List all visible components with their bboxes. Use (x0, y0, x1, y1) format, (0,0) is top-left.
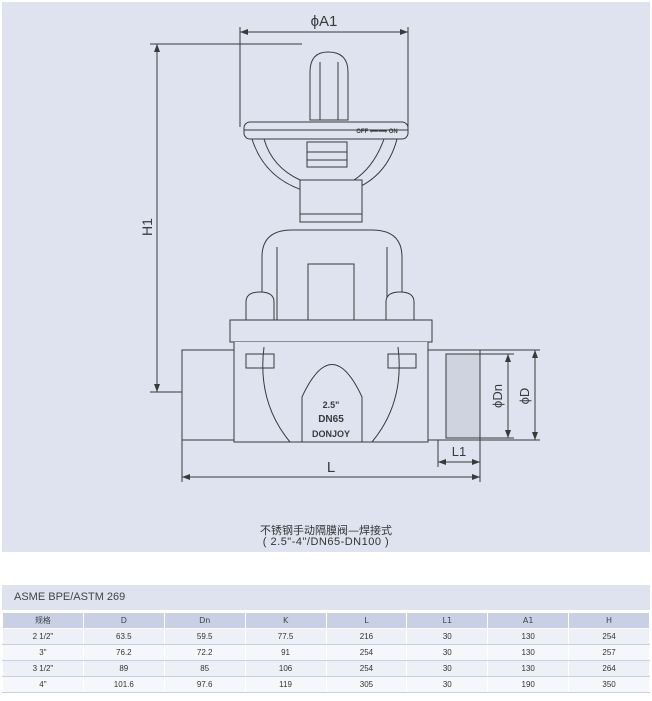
spec-table: 规格 D Dn K L L1 A1 H 2 1/2" 63.5 59.5 77.… (2, 612, 650, 693)
body-contour (262, 346, 291, 443)
drawing-caption-range: ( 2.5"-4"/DN65-DN100 ) (262, 536, 390, 548)
h1-label: H1 (139, 218, 155, 236)
table-cell: 130 (487, 644, 570, 661)
arrowhead (505, 430, 511, 438)
arrowhead (400, 29, 408, 35)
handwheel-marking: OFF ⟸⟹ ON (356, 129, 398, 135)
column-header: L1 (406, 612, 489, 629)
table-cell: 30 (406, 628, 489, 645)
table-cell: 4" (2, 676, 84, 693)
dn-label: ϕDn (490, 384, 505, 408)
table-cell: 3" (2, 644, 84, 661)
table-cell: 30 (406, 676, 489, 693)
table-cell: 264 (568, 660, 650, 677)
table-cell: 30 (406, 644, 489, 661)
drawing-caption-title: 不锈钢手动隔膜阀—焊接式 (260, 524, 392, 537)
body-marking-brand: DONJOY (312, 429, 350, 439)
bolt-right (385, 291, 415, 321)
column-header: K (244, 612, 327, 629)
body-nut (245, 353, 275, 369)
column-header: H (568, 612, 650, 629)
table-cell: 89 (82, 660, 165, 677)
table-cell: 190 (487, 676, 570, 693)
column-header: 规格 (2, 612, 84, 629)
column-header: L (325, 612, 408, 629)
bolt-left (245, 291, 275, 321)
flange-plate (229, 319, 433, 343)
table-cell: 305 (325, 676, 408, 693)
body-nut (387, 353, 417, 369)
table-cell: 30 (406, 660, 489, 677)
table-cell: 216 (325, 628, 408, 645)
body-contour (371, 346, 400, 443)
table-cell: 72.2 (163, 644, 246, 661)
table-cell: 2 1/2" (2, 628, 84, 645)
table-cell: 101.6 (82, 676, 165, 693)
table-row: 3" 76.2 72.2 91 254 30 130 257 (2, 644, 650, 661)
bonnet (261, 229, 403, 322)
tube-end-left (181, 349, 235, 441)
column-header: Dn (163, 612, 246, 629)
technical-drawing-panel: ϕA1 H1 ϕDn ϕD L L1 OFF ⟸⟹ ON 2.5" DN65 D… (2, 2, 650, 552)
arrowhead (532, 350, 538, 358)
spec-table-header-row: 规格 D Dn K L L1 A1 H (2, 612, 650, 629)
table-cell: 254 (325, 660, 408, 677)
table-cell: 257 (568, 644, 650, 661)
table-cell: 77.5 (244, 628, 327, 645)
table-cell: 59.5 (163, 628, 246, 645)
spec-table-title: ASME BPE/ASTM 269 (2, 585, 650, 610)
table-cell: 76.2 (82, 644, 165, 661)
arrowhead (532, 432, 538, 440)
arrowhead (154, 384, 160, 392)
stem-cap (309, 51, 349, 121)
arrowhead (240, 29, 248, 35)
table-cell: 91 (244, 644, 327, 661)
column-header: D (82, 612, 165, 629)
d-label: ϕD (517, 388, 532, 405)
l-label: L (327, 459, 335, 476)
valve-drawing: ϕA1 H1 ϕDn ϕD L L1 OFF ⟸⟹ ON 2.5" DN65 D… (139, 13, 540, 482)
table-cell: 85 (163, 660, 246, 677)
table-row: 2 1/2" 63.5 59.5 77.5 216 30 130 254 (2, 628, 650, 645)
handwheel-spoke-left-inner (263, 138, 301, 181)
table-cell: 97.6 (163, 676, 246, 693)
table-row: 4" 101.6 97.6 119 305 30 190 350 (2, 676, 650, 693)
body-boss (301, 364, 363, 442)
bonnet-neck (299, 179, 363, 223)
handwheel-spoke-left (251, 138, 303, 191)
table-cell: 3 1/2" (2, 660, 84, 677)
l1-label: L1 (452, 444, 466, 459)
table-cell: 254 (325, 644, 408, 661)
arrowhead (472, 459, 480, 465)
stem-collar (306, 141, 348, 168)
body-marking-size: 2.5" (323, 400, 340, 410)
table-cell: 119 (244, 676, 327, 693)
table-cell: 254 (568, 628, 650, 645)
arrowhead (438, 459, 446, 465)
table-cell: 350 (568, 676, 650, 693)
spec-table-section: ASME BPE/ASTM 269 规格 D Dn K L L1 A1 H 2 … (2, 585, 650, 693)
handwheel-spoke-right-inner (353, 138, 385, 181)
arrowhead (154, 44, 160, 52)
arrowhead (472, 474, 480, 480)
table-cell: 130 (487, 660, 570, 677)
arrowhead (182, 474, 190, 480)
table-cell: 130 (487, 628, 570, 645)
arrowhead (505, 354, 511, 362)
tube-bore-right (445, 353, 481, 439)
column-header: A1 (487, 612, 570, 629)
table-cell: 106 (244, 660, 327, 677)
body-marking-nominal: DN65 (318, 414, 344, 425)
table-row: 3 1/2" 89 85 106 254 30 130 264 (2, 660, 650, 677)
a1-label: ϕA1 (311, 13, 338, 30)
table-cell: 63.5 (82, 628, 165, 645)
